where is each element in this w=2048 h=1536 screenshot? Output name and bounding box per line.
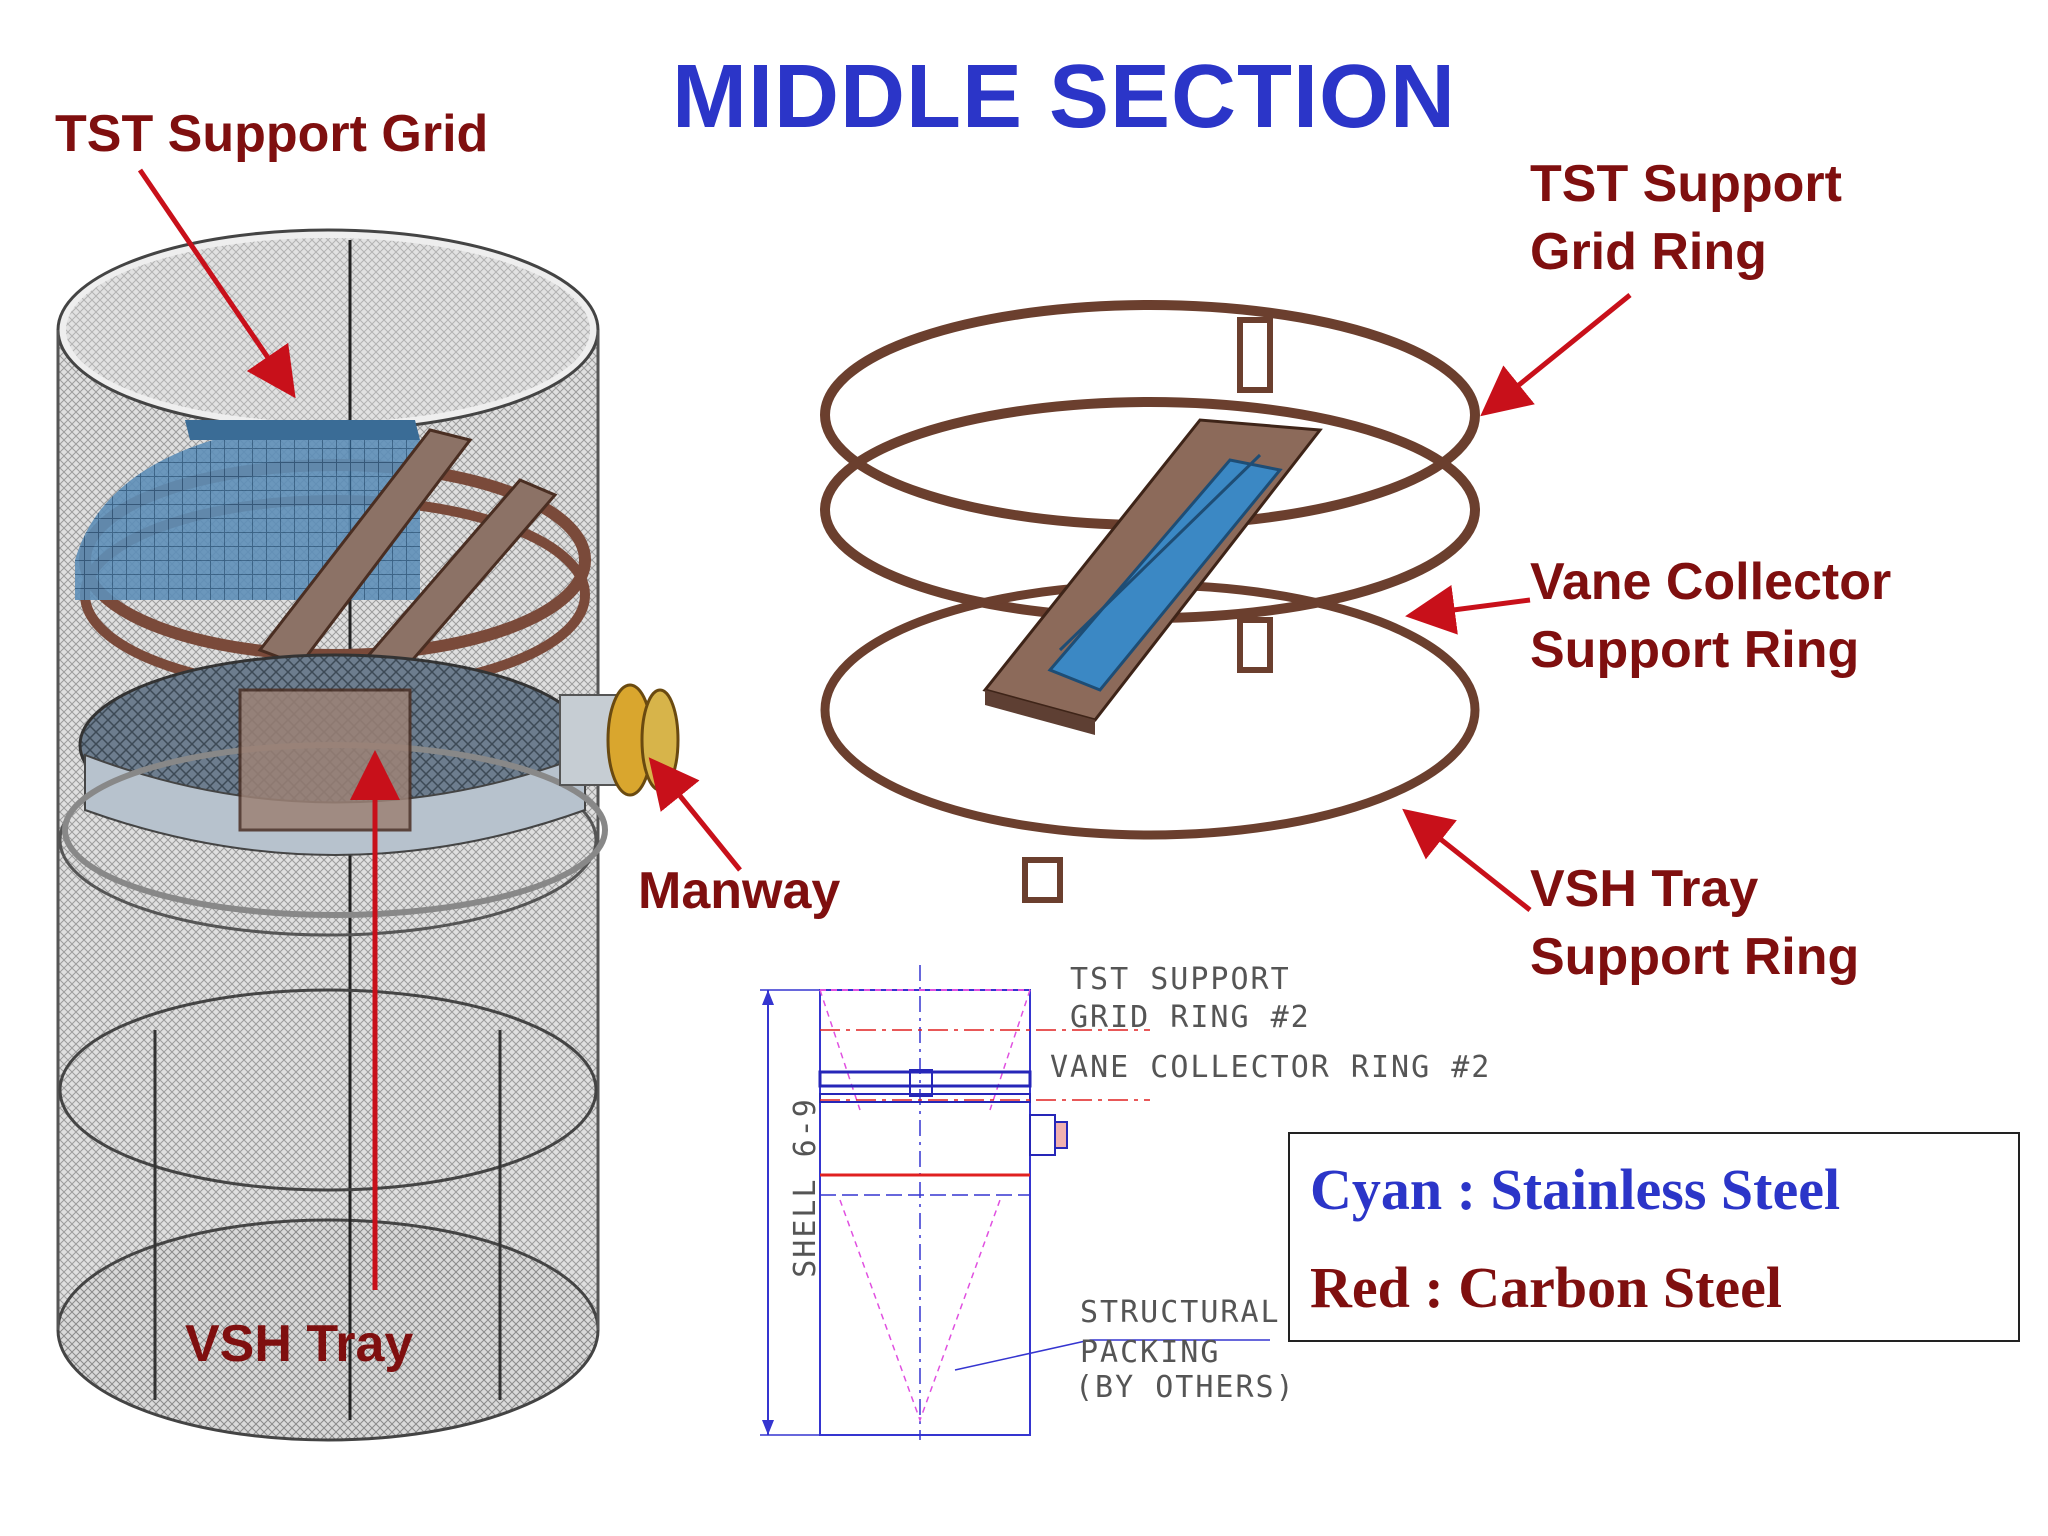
label-vsh-tray-support-line1: VSH Tray <box>1530 860 1759 918</box>
label-vane-collector-line1: Vane Collector <box>1530 553 1892 611</box>
material-legend: Cyan : Stainless Steel Red : Carbon Stee… <box>1288 1132 2020 1342</box>
drawing-label-vane-ring: VANE COLLECTOR RING #2 <box>1050 1050 1492 1085</box>
arrow-manway <box>648 757 742 872</box>
manway-nozzle <box>559 683 680 797</box>
label-tst-support-grid: TST Support Grid <box>55 105 489 163</box>
vsh-tray-assembly <box>62 653 608 918</box>
arrow-tst-support-grid <box>137 168 296 399</box>
callout-arrows <box>137 168 1632 1290</box>
drawing-label-packing-line3: (BY OTHERS) <box>1075 1370 1296 1405</box>
legend-stainless: Cyan : Stainless Steel <box>1310 1157 1841 1222</box>
drawing-label-packing-line2: PACKING <box>1080 1335 1221 1370</box>
legend-carbon: Red : Carbon Steel <box>1310 1255 1783 1320</box>
drawing-label-packing-line1: STRUCTURAL <box>1080 1295 1281 1330</box>
label-manway: Manway <box>638 862 841 920</box>
arrow-tst-support-grid-ring <box>1480 293 1632 417</box>
drawing-label-tst-ring-line1: TST SUPPORT <box>1070 962 1291 997</box>
drawing-label-shell: SHELL 6-9 <box>787 1097 823 1278</box>
label-vsh-tray-support-line2: Support Ring <box>1530 928 1860 986</box>
arrow-vsh-tray-support <box>1402 808 1532 912</box>
label-tst-support-grid-ring-line1: TST Support <box>1530 155 1842 213</box>
label-tst-support-grid-ring-line2: Grid Ring <box>1530 223 1767 281</box>
page-title: MIDDLE SECTION <box>672 47 1457 147</box>
arrow-vane-collector <box>1405 585 1531 635</box>
drawing-label-tst-ring-line2: GRID RING #2 <box>1070 1000 1311 1035</box>
label-vane-collector-line2: Support Ring <box>1530 621 1860 679</box>
section-drawing <box>760 965 1270 1440</box>
support-rings-assembly <box>820 300 1480 903</box>
label-vsh-tray: VSH Tray <box>185 1315 414 1373</box>
